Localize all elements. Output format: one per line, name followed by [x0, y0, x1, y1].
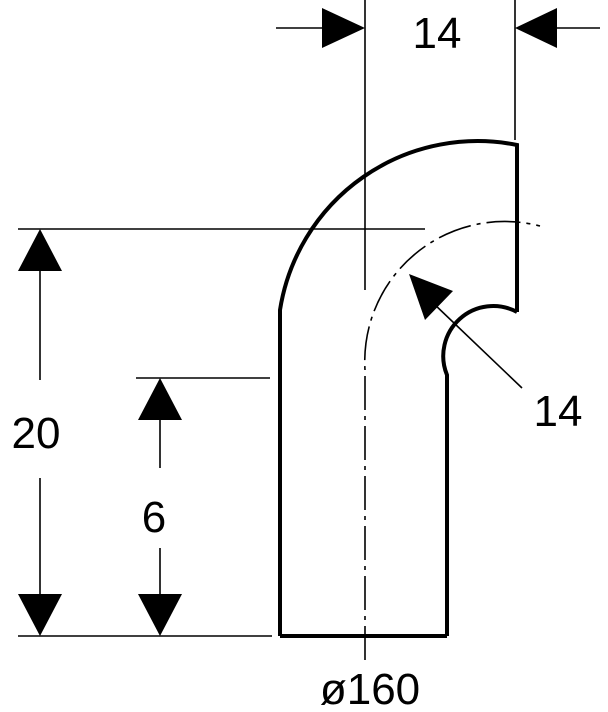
arrow-right-icon: [322, 8, 365, 48]
dimension-bend-radius: 14: [409, 274, 582, 436]
diameter-label: ø160: [320, 665, 420, 712]
dimension-straight-height: 6: [138, 378, 182, 636]
extension-lines: [18, 228, 425, 637]
pipe-inner-wall: [441, 304, 518, 636]
center-lines: [363, 0, 541, 660]
pipe-bend-outline: [278, 139, 519, 638]
dimension-straight-height-label: 6: [142, 493, 166, 542]
arrow-up-icon: [18, 229, 62, 271]
arrow-up-left-icon: [409, 274, 453, 320]
arrow-down-icon: [18, 594, 62, 636]
dimension-total-height-label: 20: [12, 409, 61, 458]
pipe-centerline: [363, 220, 541, 660]
dimension-top-offset: 14: [276, 8, 600, 58]
arrow-down-icon: [138, 594, 182, 636]
dimension-bend-radius-label: 14: [534, 387, 583, 436]
dimension-top-offset-label: 14: [413, 9, 462, 58]
arrow-up-icon: [138, 378, 182, 420]
dimension-bend-radius-leader: [431, 301, 523, 389]
arrow-left-icon: [515, 8, 557, 48]
dimension-total-height: 20: [12, 229, 62, 636]
pipe-outer-wall: [278, 139, 519, 636]
